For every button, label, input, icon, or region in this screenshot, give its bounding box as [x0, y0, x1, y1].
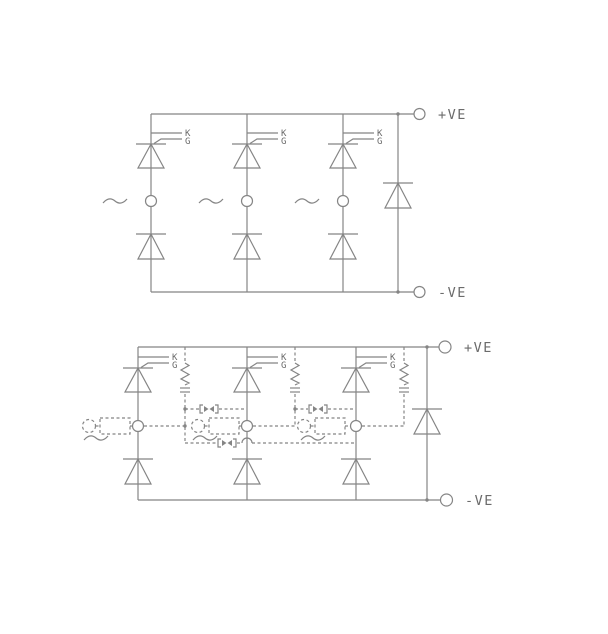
- cathode-label: K: [281, 129, 287, 139]
- phase-leg-3: [340, 347, 388, 500]
- freewheel-diode-leg: [382, 112, 414, 294]
- cathode-label: K: [377, 129, 383, 139]
- suppressor-link-1-2: [185, 404, 247, 414]
- junction-dot: [293, 407, 297, 411]
- freewheel-diode-leg: [411, 345, 443, 502]
- phase-leg-1: [102, 114, 183, 292]
- suppressor-link-2-3: [295, 404, 356, 414]
- fuse-box: [208, 417, 240, 435]
- protection-network: [81, 347, 410, 448]
- ac-source-icon: [294, 198, 320, 204]
- phase-source-1: [81, 417, 133, 441]
- junction-dot: [425, 345, 429, 349]
- negative-terminal: [413, 285, 426, 299]
- thyristor-icon: [231, 132, 279, 169]
- junction-dot: [396, 112, 400, 116]
- top-circuit: [102, 107, 426, 299]
- bottom-circuit: [81, 340, 454, 507]
- negative-terminal-label: -VE: [438, 285, 467, 301]
- snubber-branch-1: [144, 347, 191, 443]
- surge-suppressor-icon: [308, 404, 328, 414]
- gate-label: G: [172, 361, 177, 371]
- positive-terminal: [413, 107, 426, 121]
- source-terminal: [190, 418, 206, 434]
- ac-terminal: [240, 194, 254, 208]
- ac-source-icon: [198, 198, 224, 204]
- gate-label: G: [281, 137, 286, 147]
- cathode-label: K: [172, 353, 178, 363]
- snubber-rc-icon: [398, 362, 410, 393]
- gate-label: G: [390, 361, 395, 371]
- phase-leg-3: [294, 114, 375, 292]
- junction-dot: [183, 407, 187, 411]
- gate-label: G: [377, 137, 382, 147]
- cathode-label: K: [281, 353, 287, 363]
- positive-terminal: [438, 340, 452, 354]
- suppressor-link-1-3: [185, 437, 356, 448]
- phase-leg-2: [231, 347, 279, 500]
- junction-dot: [183, 424, 187, 428]
- bottom-circuit-labels: +VE -VE K G K G K G: [172, 340, 494, 509]
- ac-terminal: [131, 419, 145, 433]
- gate-label: G: [185, 137, 190, 147]
- crossover-hop: [241, 437, 253, 444]
- thyristor-icon: [231, 356, 279, 393]
- negative-terminal: [439, 493, 454, 507]
- phase-source-2: [190, 417, 242, 441]
- snubber-rc-icon: [289, 362, 301, 393]
- surge-suppressor-icon: [217, 438, 237, 448]
- negative-terminal-label: -VE: [465, 493, 494, 509]
- ac-terminal: [349, 419, 363, 433]
- thyristor-icon: [135, 132, 183, 169]
- ac-terminal: [144, 194, 158, 208]
- ac-source-icon: [192, 435, 218, 441]
- ac-terminal: [240, 419, 254, 433]
- ac-source-icon: [83, 435, 109, 441]
- junction-dot: [396, 290, 400, 294]
- snubber-branch-3: [362, 347, 410, 427]
- ac-source-icon: [102, 198, 128, 204]
- phase-leg-2: [198, 114, 279, 292]
- fuse-box: [99, 417, 131, 435]
- cathode-label: K: [390, 353, 396, 363]
- source-terminal: [296, 418, 312, 434]
- thyristor-icon: [327, 132, 375, 169]
- fuse-box: [314, 417, 346, 435]
- thyristor-icon: [122, 356, 170, 393]
- cathode-label: K: [185, 129, 191, 139]
- ac-source-icon: [300, 435, 326, 441]
- junction-dot: [425, 498, 429, 502]
- snubber-rc-icon: [179, 362, 191, 393]
- thyristor-icon: [340, 356, 388, 393]
- positive-terminal-label: +VE: [438, 107, 467, 123]
- snubber-branch-2: [253, 347, 301, 427]
- gate-label: G: [281, 361, 286, 371]
- phase-source-3: [296, 417, 351, 441]
- positive-terminal-label: +VE: [464, 340, 493, 356]
- source-terminal: [81, 418, 97, 434]
- surge-suppressor-icon: [199, 404, 219, 414]
- ac-terminal: [336, 194, 350, 208]
- top-circuit-labels: +VE -VE K G K G K G: [185, 107, 467, 301]
